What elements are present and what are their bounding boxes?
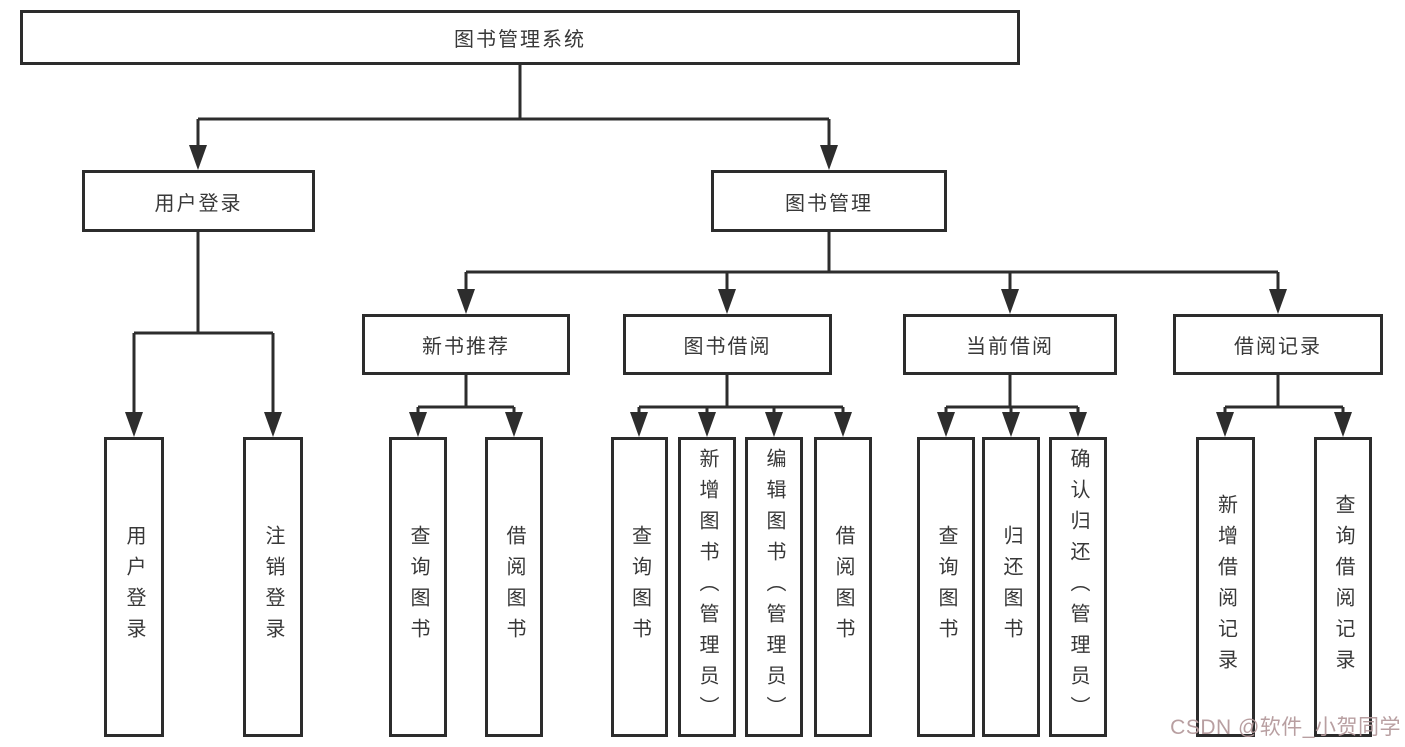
leaf-bb-edit-books-admin: 编辑图书（管理员） bbox=[745, 437, 803, 737]
leaf-cb-confirm-return-admin: 确认归还（管理员） bbox=[1049, 437, 1107, 737]
node-current-borrowing: 当前借阅 bbox=[903, 314, 1117, 375]
node-book-borrowing: 图书借阅 bbox=[623, 314, 832, 375]
node-borrow-records: 借阅记录 bbox=[1173, 314, 1383, 375]
node-book-management: 图书管理 bbox=[711, 170, 947, 232]
leaf-br-add-record: 新增借阅记录 bbox=[1196, 437, 1255, 737]
leaf-br-query-record: 查询借阅记录 bbox=[1314, 437, 1372, 737]
leaf-bb-add-books-admin: 新增图书（管理员） bbox=[678, 437, 736, 737]
node-user-login: 用户登录 bbox=[82, 170, 315, 232]
csdn-watermark: CSDN @软件_小贺同学 bbox=[1170, 716, 1401, 739]
node-library-management-system: 图书管理系统 bbox=[20, 10, 1020, 65]
leaf-bb-query-books: 查询图书 bbox=[611, 437, 668, 737]
leaf-user-login: 用户登录 bbox=[104, 437, 164, 737]
leaf-cb-return-books: 归还图书 bbox=[982, 437, 1040, 737]
node-new-book-recommend: 新书推荐 bbox=[362, 314, 570, 375]
leaf-cb-query-books: 查询图书 bbox=[917, 437, 975, 737]
leaf-bb-borrow-books: 借阅图书 bbox=[814, 437, 872, 737]
leaf-nbr-query-books: 查询图书 bbox=[389, 437, 447, 737]
leaf-nbr-borrow-books: 借阅图书 bbox=[485, 437, 543, 737]
leaf-logout: 注销登录 bbox=[243, 437, 303, 737]
